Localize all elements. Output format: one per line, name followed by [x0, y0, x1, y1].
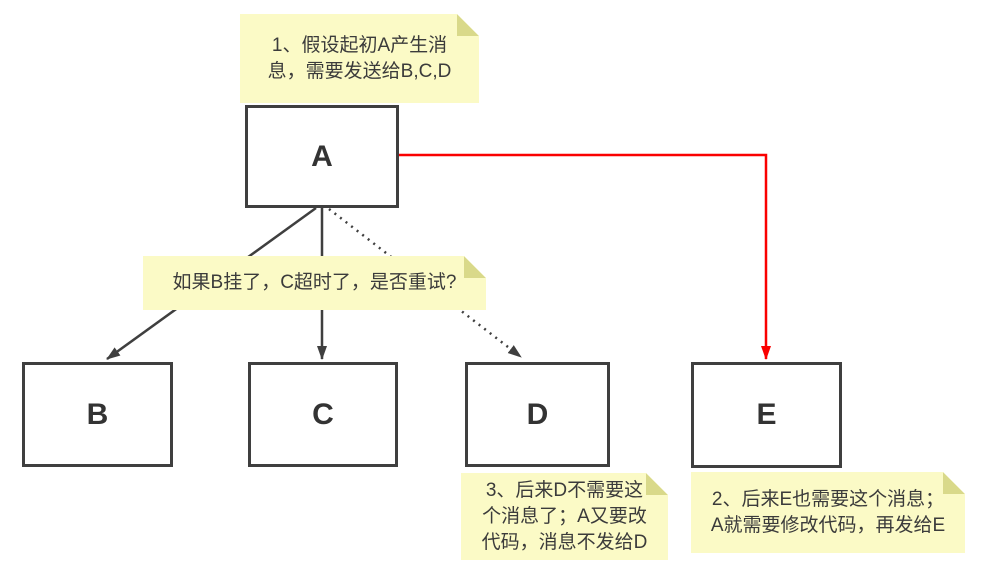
note-2-line: 2、后来E也需要这个消息； — [711, 488, 945, 510]
note-retry-line: 如果B挂了，C超时了，是否重试? — [172, 272, 457, 293]
note-1-line: 1、假设起初A产生消 — [271, 34, 448, 56]
node-d: D — [465, 362, 610, 467]
node-c: C — [248, 362, 398, 467]
node-d-label: D — [526, 397, 549, 431]
note-2-line: A就需要修改代码，再发给E — [710, 514, 946, 536]
node-a: A — [245, 105, 399, 208]
node-b-label: B — [86, 397, 109, 431]
node-e: E — [691, 362, 842, 468]
node-b: B — [22, 362, 173, 467]
note-3-line: 个消息了；A又要改 — [482, 505, 647, 527]
node-e-label: E — [756, 398, 777, 431]
sticky-note-retry: 如果B挂了，C超时了，是否重试? — [143, 256, 486, 310]
note-3-line: 代码，消息不发给D — [481, 531, 648, 553]
sticky-note-3: 3、后来D不需要这 个消息了；A又要改 代码，消息不发给D — [461, 473, 668, 560]
sticky-note-1: 1、假设起初A产生消 息，需要发送给B,C,D — [240, 14, 479, 103]
edge-a-to-e-red — [399, 153, 771, 360]
sticky-note-2: 2、后来E也需要这个消息； A就需要修改代码，再发给E — [691, 472, 965, 553]
note-3-line: 3、后来D不需要这 — [485, 479, 644, 501]
note-1-line: 息，需要发送给B,C,D — [267, 60, 452, 82]
node-c-label: C — [312, 397, 334, 431]
node-a-label: A — [311, 139, 333, 173]
